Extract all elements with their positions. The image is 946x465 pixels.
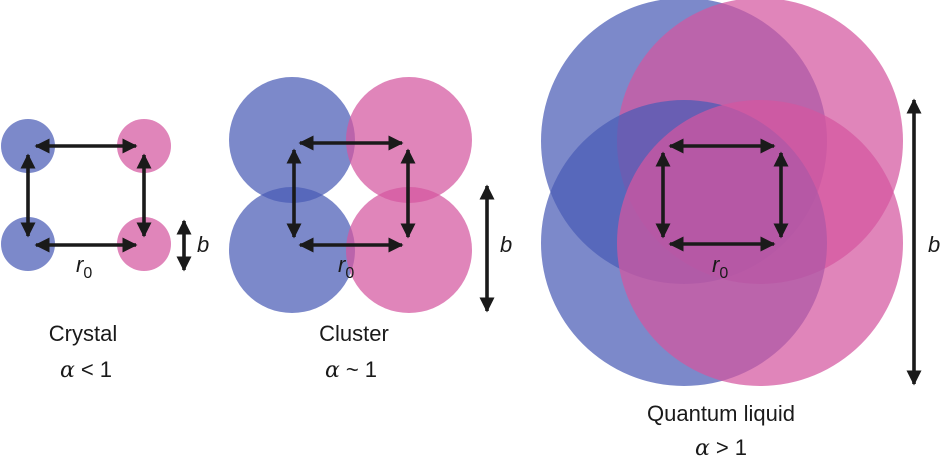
crystal-pink-particle-bottom-right [117, 217, 171, 271]
cluster-r0-subscript: 0 [345, 265, 354, 282]
cluster-r0-label: r0 [338, 252, 354, 282]
cluster-condition: α~ 1 [325, 357, 377, 383]
crystal-panel: b r0 Crystal α< 1 [1, 119, 209, 383]
liquid-title: Quantum liquid [647, 401, 795, 426]
crystal-r0-label: r0 [76, 252, 92, 282]
crystal-title: Crystal [49, 321, 117, 346]
crystal-condition: α< 1 [60, 357, 112, 383]
liquid-r0-subscript: 0 [719, 265, 728, 282]
crystal-blue-particle-top-left [1, 119, 55, 173]
quantum-liquid-panel: b r0 Quantum liquid α> 1 [541, 0, 940, 461]
liquid-b-label: b [928, 232, 940, 257]
crystal-r0-subscript: 0 [83, 265, 92, 282]
liquid-condition: α> 1 [695, 435, 747, 461]
crystal-blue-particle-bottom-left [1, 217, 55, 271]
crystal-pink-particle-top-right [117, 119, 171, 173]
crystal-b-label: b [197, 232, 209, 257]
cluster-blue-particle-top-left [229, 77, 355, 203]
cluster-blue-particle-bottom-left [229, 187, 355, 313]
cluster-pink-particle-bottom-right [346, 187, 472, 313]
cluster-panel: b r0 Cluster α~ 1 [229, 77, 512, 383]
cluster-pink-particle-top-right [346, 77, 472, 203]
liquid-r0-label: r0 [712, 252, 728, 282]
cluster-b-label: b [500, 232, 512, 257]
cluster-title: Cluster [319, 321, 389, 346]
